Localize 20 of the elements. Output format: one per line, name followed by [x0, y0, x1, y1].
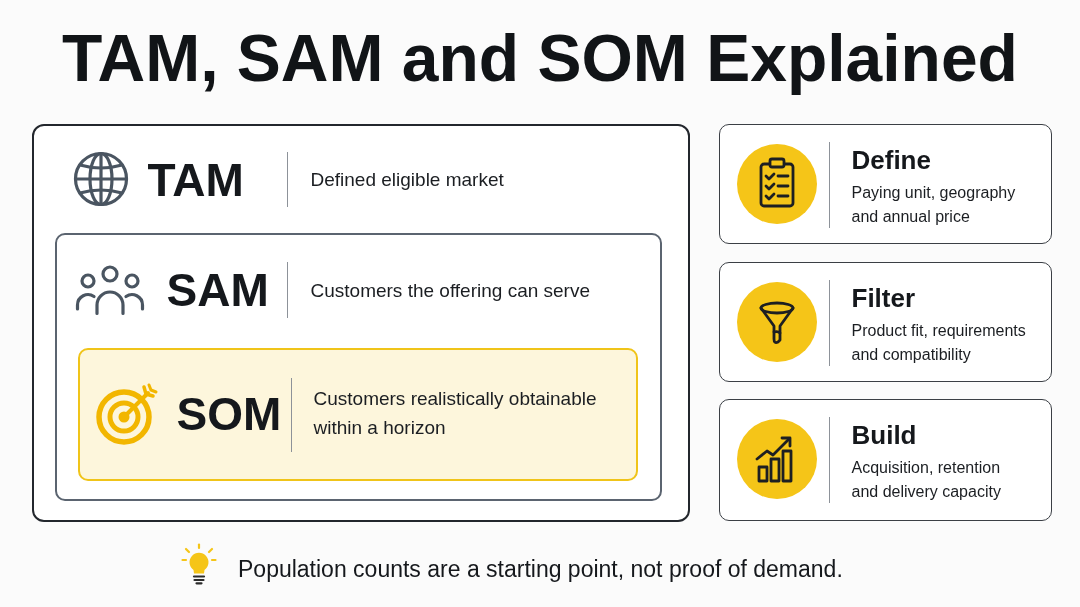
card-description: Acquisition, retention and delivery capacity [851, 457, 1002, 502]
info-card [719, 262, 1052, 382]
nested-panel [54, 232, 662, 501]
panel-heading: SOM [176, 391, 282, 438]
panel-description: Customers realistically obtainable within a horizon [313, 387, 598, 440]
info-card [719, 124, 1052, 244]
footnote: Population counts are a starting point, not proof of demand. [238, 556, 843, 584]
page-title: TAM, SAM and SOM Explained [62, 21, 1018, 95]
info-card [719, 399, 1052, 521]
panel-description: Customers the offering can serve [310, 278, 591, 303]
panel-heading: SAM [166, 267, 269, 314]
panel-heading: TAM [147, 157, 244, 203]
card-heading: Build [851, 422, 917, 449]
outer-panel [32, 124, 690, 522]
card-description: Paying unit, geography and annual price [851, 182, 1017, 227]
card-heading: Define [851, 147, 931, 174]
highlighted-panel [77, 347, 638, 481]
card-heading: Filter [851, 285, 916, 312]
panel-description: Defined eligible market [310, 168, 505, 192]
card-description: Product fit, requirements and compatibility [851, 320, 1027, 365]
